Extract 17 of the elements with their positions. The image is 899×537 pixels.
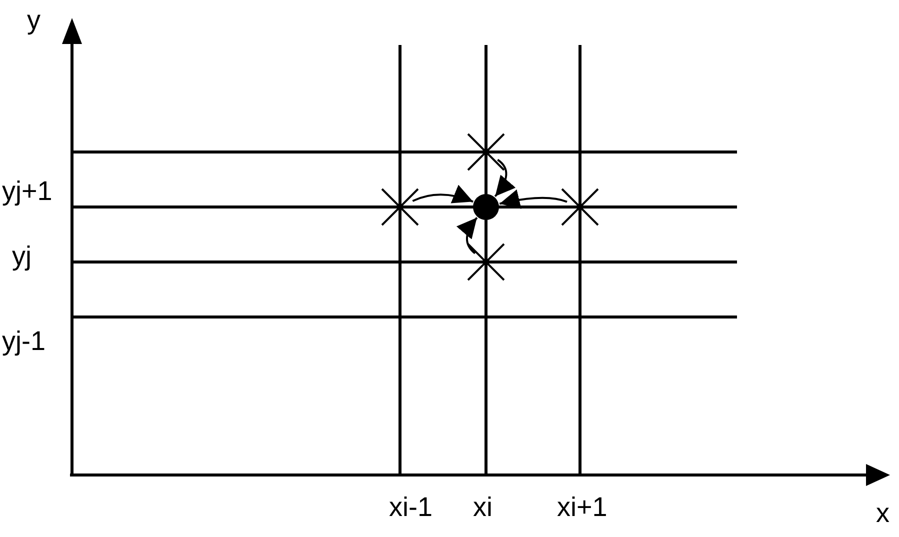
grid-coordinate-label: yj+1 — [2, 176, 52, 206]
curved-arrow — [499, 190, 568, 210]
cross-mark — [380, 187, 420, 227]
grid-coordinate-label: xi+1 — [557, 492, 608, 522]
curved-arrow — [494, 158, 516, 197]
grid-point-dot — [473, 194, 499, 220]
grid-coordinate-label: xi-1 — [389, 492, 433, 522]
cross-mark — [560, 187, 600, 227]
grid-coordinate-label: xi — [473, 492, 492, 522]
cross-mark — [466, 242, 506, 282]
axis-label: x — [876, 498, 890, 528]
curved-arrow — [412, 185, 474, 204]
cross-mark — [466, 132, 506, 172]
curved-arrow — [456, 217, 478, 254]
grid-coordinate-label: yj — [12, 241, 32, 271]
grid-coordinate-label: yj-1 — [2, 326, 46, 356]
axis-label: y — [27, 5, 40, 35]
